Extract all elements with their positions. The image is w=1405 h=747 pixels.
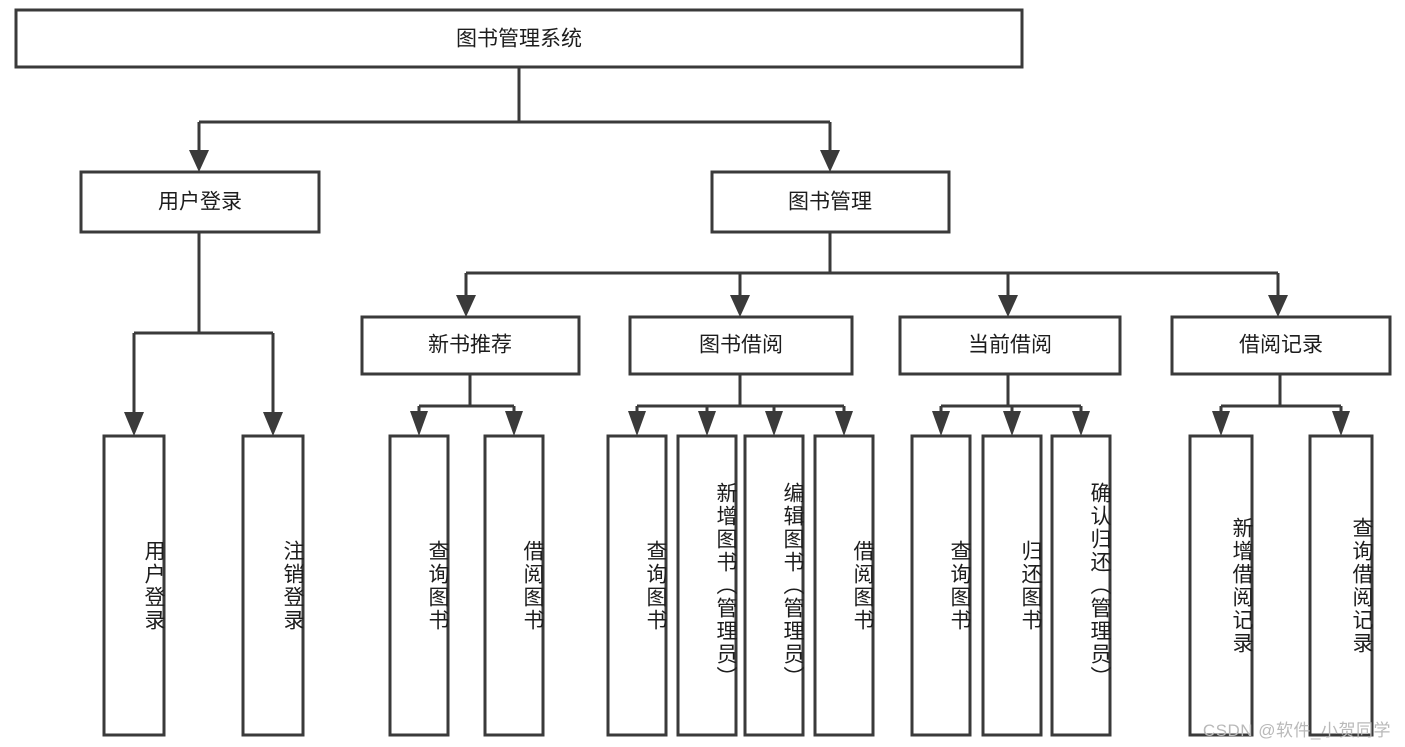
arrow-head-leaf-confirm-return <box>1072 411 1090 436</box>
arrow-head-new-book-rec <box>456 295 476 317</box>
leaf-borrow-book-2[interactable] <box>813 434 875 737</box>
leaf-user-login[interactable] <box>102 434 166 737</box>
leaf-return-book[interactable] <box>981 434 1043 737</box>
node-user-login-label: 用户登录 <box>158 191 242 214</box>
node-root-label: 图书管理系统 <box>456 28 582 51</box>
node-book-manage[interactable] <box>710 170 951 234</box>
connector-group-borrow-record <box>1212 374 1350 436</box>
leaf-logout[interactable] <box>241 434 305 737</box>
arrow-head-leaf-borrow-book-2 <box>835 411 853 436</box>
arrow-head-leaf-search-book-3 <box>932 411 950 436</box>
arrow-head-leaf-query-record <box>1332 411 1350 436</box>
connector-group-new-book-rec <box>410 374 523 436</box>
node-new-book-rec[interactable] <box>360 315 581 376</box>
arrow-head-leaf-add-record <box>1212 411 1230 436</box>
node-root[interactable] <box>14 8 1024 69</box>
connector-group-book-manage <box>456 232 1288 317</box>
leaf-borrow-book-1[interactable] <box>483 434 545 737</box>
leaf-add-record[interactable] <box>1188 434 1254 737</box>
arrow-head-leaf-add-book <box>698 411 716 436</box>
node-new-book-rec-label: 新书推荐 <box>428 334 512 357</box>
arrow-head-book-borrow <box>730 295 750 317</box>
connector-group-user-login <box>124 232 283 436</box>
arrow-head-book-manage <box>820 150 840 172</box>
arrow-head-leaf-search-book-2 <box>628 411 646 436</box>
arrow-head-leaf-search-book-1 <box>410 411 428 436</box>
node-borrow-record[interactable] <box>1170 315 1392 376</box>
arrow-head-user-login <box>189 150 209 172</box>
arrow-head-leaf-logout <box>263 412 283 436</box>
arrow-head-borrow-record <box>1268 295 1288 317</box>
connector-group-current-borrow <box>932 374 1090 436</box>
connector-group-book-borrow <box>628 374 853 436</box>
node-current-borrow[interactable] <box>898 315 1122 376</box>
node-book-borrow-label: 图书借阅 <box>699 334 783 357</box>
leaf-box-group <box>102 434 1374 737</box>
connector-group-root <box>189 67 840 172</box>
arrow-head-leaf-return-book <box>1003 411 1021 436</box>
node-borrow-record-label: 借阅记录 <box>1239 334 1323 357</box>
node-book-borrow[interactable] <box>628 315 854 376</box>
node-book-manage-label: 图书管理 <box>788 191 872 214</box>
leaf-search-book-2[interactable] <box>606 434 668 737</box>
leaf-search-book-1[interactable] <box>388 434 450 737</box>
leaf-confirm-return[interactable] <box>1050 434 1112 737</box>
arrow-head-leaf-borrow-book-1 <box>505 411 523 436</box>
arrow-head-leaf-edit-book <box>765 411 783 436</box>
arrow-head-current-borrow <box>998 295 1018 317</box>
watermark: CSDN @软件_小贺同学 <box>1202 721 1391 740</box>
leaf-query-record[interactable] <box>1308 434 1374 737</box>
leaf-search-book-3[interactable] <box>910 434 972 737</box>
node-user-login[interactable] <box>79 170 321 234</box>
leaf-edit-book[interactable] <box>743 434 805 737</box>
arrow-head-leaf-user-login <box>124 412 144 436</box>
leaf-add-book[interactable] <box>676 434 738 737</box>
node-current-borrow-label: 当前借阅 <box>968 334 1052 357</box>
